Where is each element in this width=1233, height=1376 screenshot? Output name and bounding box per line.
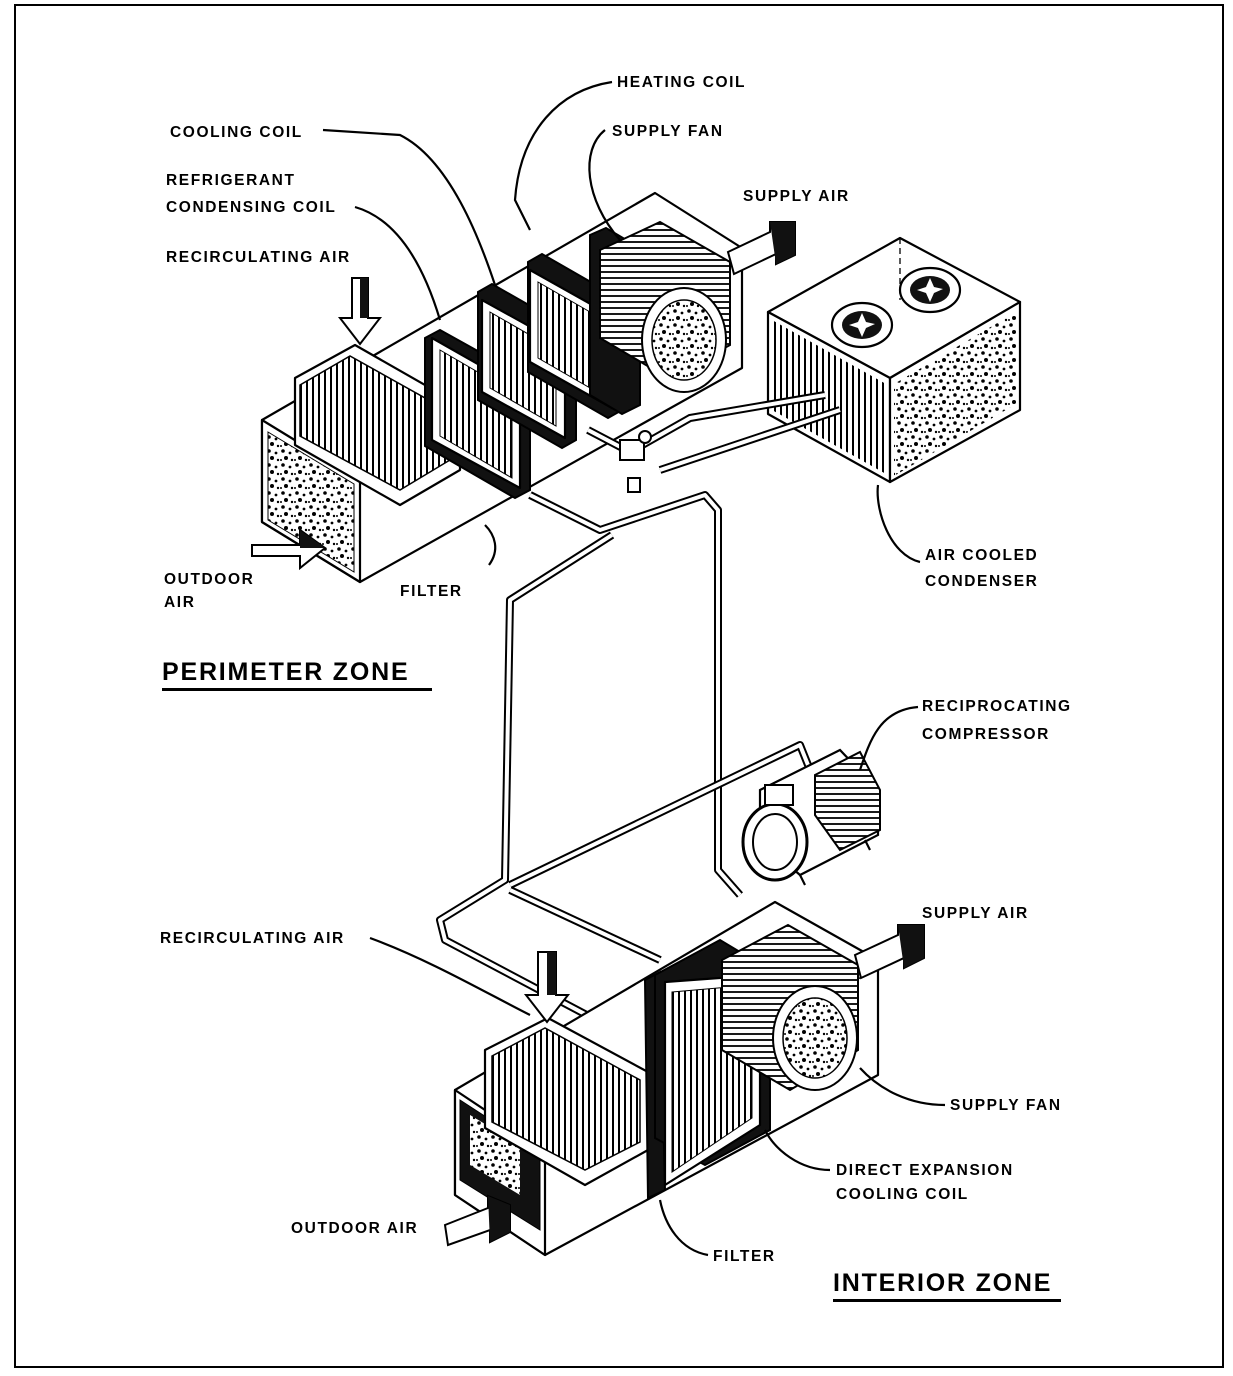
label-air: AIR: [164, 594, 196, 611]
label-interior-outdoor-air: OUTDOOR AIR: [291, 1220, 418, 1237]
label-reciprocating: RECIPROCATING: [922, 698, 1072, 715]
label-interior-filter: FILTER: [713, 1248, 776, 1265]
perimeter-supply-air-arrow: [728, 222, 795, 274]
perimeter-recirculating-arrow: [340, 278, 380, 344]
label-supply-fan: SUPPLY FAN: [612, 123, 724, 140]
label-supply-air: SUPPLY AIR: [743, 188, 850, 205]
interior-zone-title: INTERIOR ZONE: [833, 1269, 1052, 1297]
label-condenser: CONDENSER: [925, 573, 1038, 590]
label-interior-recirculating-air: RECIRCULATING AIR: [160, 930, 345, 947]
label-air-cooled: AIR COOLED: [925, 547, 1038, 564]
label-direct-expansion: DIRECT EXPANSION: [836, 1162, 1014, 1179]
label-cooling-coil: COOLING COIL: [170, 124, 303, 141]
label-refrigerant: REFRIGERANT: [166, 172, 296, 189]
label-interior-supply-air: SUPPLY AIR: [922, 905, 1029, 922]
label-dx-cooling-coil: COOLING COIL: [836, 1186, 969, 1203]
label-condensing-coil: CONDENSING COIL: [166, 199, 336, 216]
perimeter-zone-underline: [162, 688, 432, 691]
interior-supply-air-arrow: [855, 925, 924, 978]
label-filter: FILTER: [400, 583, 463, 600]
label-heating-coil: HEATING COIL: [617, 74, 746, 91]
label-compressor: COMPRESSOR: [922, 726, 1050, 743]
reciprocating-compressor: [743, 750, 880, 885]
label-recirculating-air: RECIRCULATING AIR: [166, 249, 351, 266]
interior-zone-underline: [833, 1299, 1061, 1302]
label-interior-supply-fan: SUPPLY FAN: [950, 1097, 1062, 1114]
condenser-fan-icon: [900, 268, 960, 312]
label-outdoor: OUTDOOR: [164, 571, 254, 588]
air-cooled-condenser: [768, 238, 1020, 482]
perimeter-zone-title: PERIMETER ZONE: [162, 658, 409, 686]
condenser-fan-icon: [832, 303, 892, 347]
expansion-valve-icon: [620, 431, 651, 492]
